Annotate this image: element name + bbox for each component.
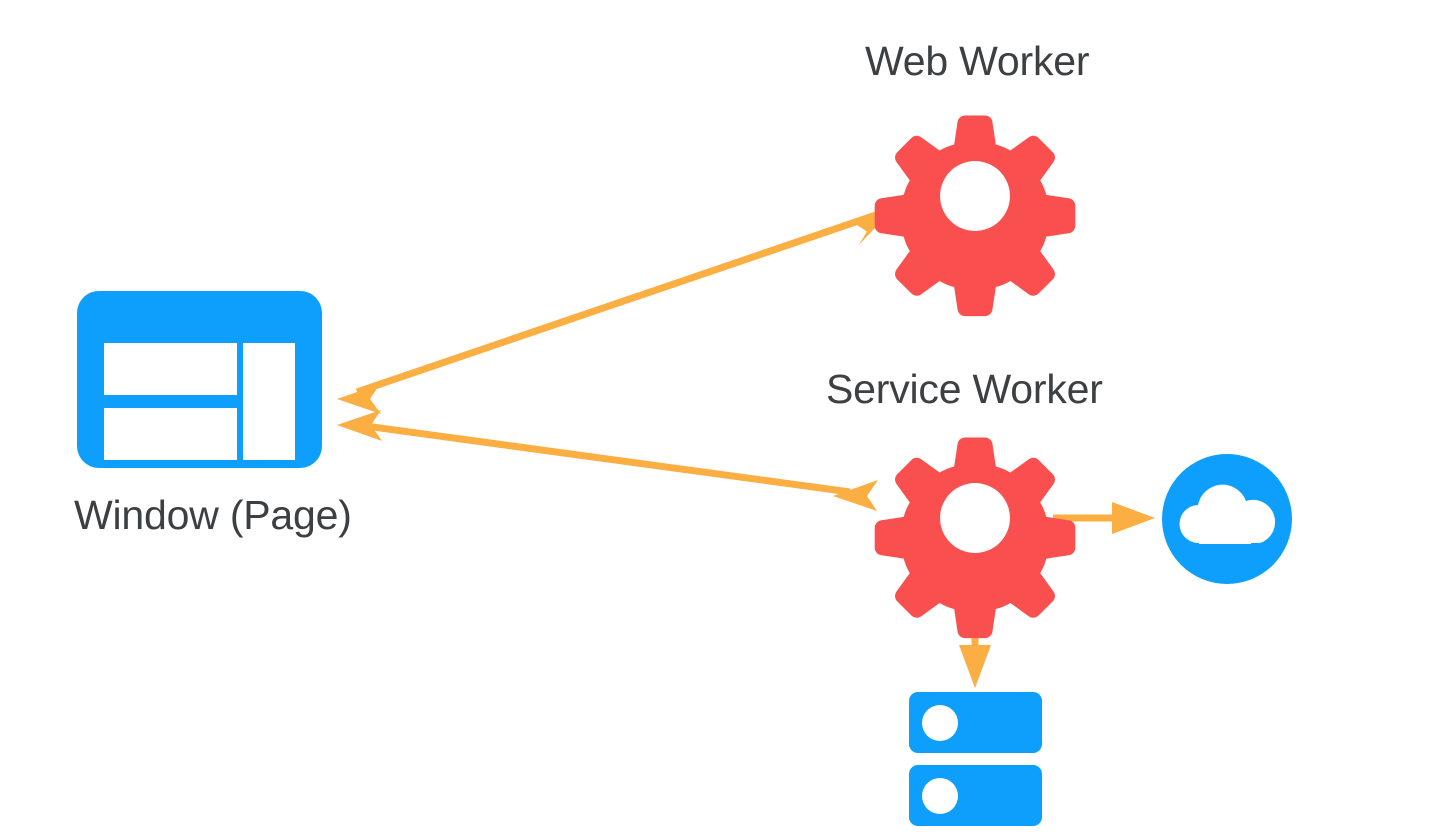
gear-icon-web-worker[interactable]: [874, 115, 1076, 317]
edge-window-web-worker: [337, 209, 893, 414]
node-label-web-worker: Web Worker: [865, 38, 1090, 84]
edge-window-service-worker: [337, 410, 878, 511]
browser-window-icon[interactable]: [77, 291, 322, 468]
node-label-window-page: Window (Page): [74, 492, 352, 538]
gear-icon-service-worker[interactable]: [874, 437, 1076, 639]
edge-service-worker-cloud: [1053, 502, 1155, 534]
database-icon[interactable]: [909, 692, 1042, 826]
node-label-service-worker: Service Worker: [826, 366, 1103, 412]
cloud-icon[interactable]: [1162, 454, 1292, 584]
